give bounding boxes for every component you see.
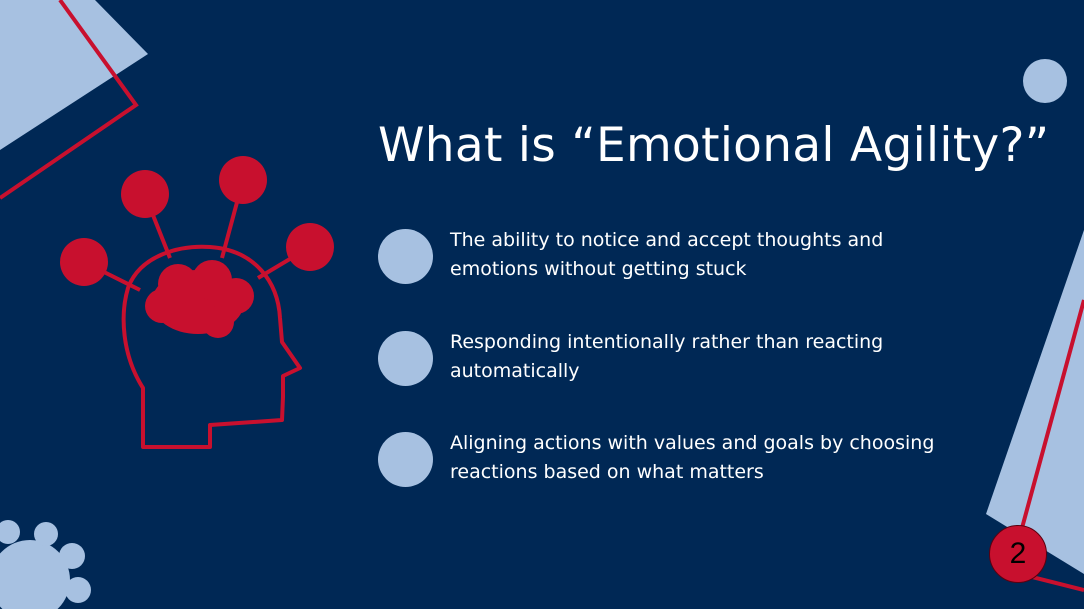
bullet-text: The ability to notice and accept thought… [450,229,884,280]
flower-shape-decoration [0,520,91,609]
bullet-dot-icon [378,331,433,386]
page-number-badge: 2 [989,525,1047,583]
bullet-text: Aligning actions with values and goals b… [450,432,935,483]
bottom-right-blue-shard [986,230,1084,574]
top-left-blue-shard [0,0,148,150]
bullet-dot-icon [378,432,433,487]
light-blue-circle-decoration [1023,59,1067,103]
bullet-dot-icon [378,229,433,284]
head-with-brain-network-icon [60,156,334,449]
bullet-item: The ability to notice and accept thought… [378,229,978,289]
top-left-red-line [0,0,139,200]
bullet-text: Responding intentionally rather than rea… [450,331,884,382]
bullet-item: Aligning actions with values and goals b… [378,432,978,492]
slide-title: What is “Emotional Agility?” [378,118,1050,173]
bullet-item: Responding intentionally rather than rea… [378,331,978,391]
